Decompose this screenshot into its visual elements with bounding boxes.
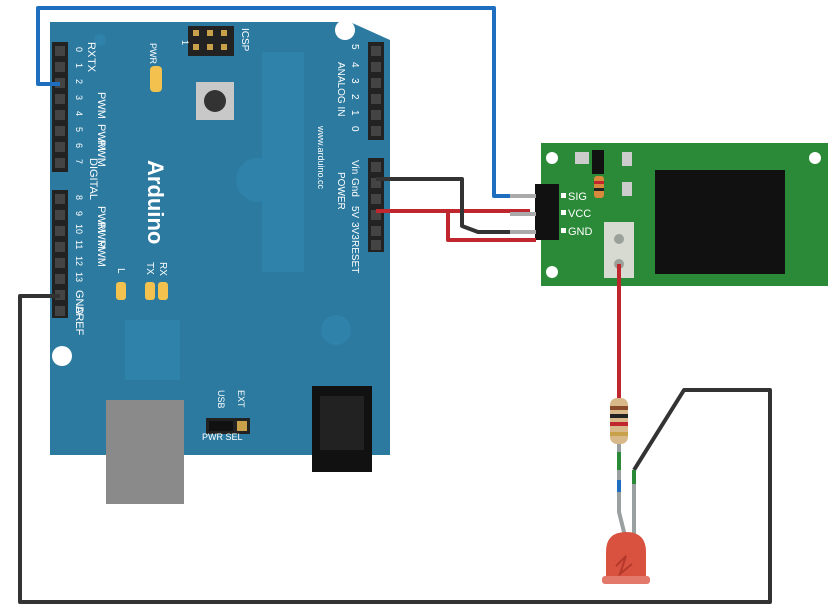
led-body bbox=[606, 532, 646, 578]
led-rim bbox=[602, 576, 650, 584]
led-tx bbox=[145, 282, 155, 300]
board-brand: Arduino bbox=[143, 160, 168, 244]
board-mount-hole bbox=[52, 346, 72, 366]
led-tx-label: TX bbox=[144, 262, 155, 275]
digital-pin-label: 13 bbox=[74, 272, 84, 282]
power-pin-label: Gnd bbox=[349, 178, 360, 197]
module-smd bbox=[622, 152, 632, 166]
digital-label: DIGITAL bbox=[87, 158, 99, 200]
digital-pin-label: 10 bbox=[74, 224, 84, 234]
digital-pin-label: 12 bbox=[74, 256, 84, 266]
power-pin-label: Vin bbox=[349, 160, 360, 174]
gnd-label: GND bbox=[73, 290, 85, 315]
board-crystal bbox=[236, 158, 280, 202]
module-mount-hole bbox=[809, 152, 821, 164]
digital-header-bottom bbox=[52, 190, 68, 318]
icsp-label: ICSP bbox=[239, 28, 250, 52]
resistor bbox=[610, 398, 628, 444]
digital-pin-label: 5 bbox=[74, 127, 84, 132]
power-label: POWER bbox=[335, 172, 346, 210]
board-pad bbox=[94, 34, 106, 46]
digital-pin-label: 9 bbox=[74, 211, 84, 216]
pwr-led-label: PWR bbox=[148, 43, 158, 64]
ext-label: EXT bbox=[236, 390, 246, 408]
pwr-sel-label: PWR SEL bbox=[202, 432, 243, 442]
module-smd bbox=[622, 182, 632, 196]
digital-pin-label: 8 bbox=[74, 195, 84, 200]
pin-leads bbox=[510, 194, 536, 234]
pwm-label: PWM bbox=[95, 206, 107, 233]
power-pin-label: 5V bbox=[349, 206, 360, 219]
module-resistor bbox=[594, 176, 604, 198]
led-assembly bbox=[602, 398, 650, 584]
module-pin-label: SIG bbox=[568, 191, 587, 203]
led-l-label: L bbox=[115, 268, 126, 274]
reset-label: RESET bbox=[349, 240, 360, 273]
module-pin-label: GND bbox=[568, 226, 593, 238]
pin-rx-label: RX bbox=[85, 42, 97, 58]
usb-label: USB bbox=[216, 390, 226, 409]
digital-pin-label: 2 bbox=[74, 79, 84, 84]
wires bbox=[18, 6, 772, 604]
digital-pin-label: 0 bbox=[74, 47, 84, 52]
analog-label: ANALOG IN bbox=[335, 62, 346, 116]
usb-connector bbox=[106, 400, 184, 504]
module-pin-header bbox=[535, 184, 559, 240]
module-smd bbox=[575, 152, 589, 164]
digital-pin-label: 3 bbox=[74, 95, 84, 100]
analog-pin-label: 0 bbox=[349, 126, 360, 132]
analog-header bbox=[368, 42, 384, 140]
digital-pin-label: 11 bbox=[74, 240, 84, 249]
aref-label: AREF bbox=[73, 306, 85, 336]
board-mount-hole bbox=[335, 20, 355, 40]
analog-pin-label: 1 bbox=[349, 110, 360, 116]
pwr-led bbox=[150, 66, 162, 92]
module-transistor bbox=[592, 150, 604, 174]
digital-header-top bbox=[52, 42, 68, 172]
dc-jack-inner bbox=[320, 396, 364, 450]
led-rx bbox=[158, 282, 168, 300]
pin-tx-label: TX bbox=[85, 58, 97, 73]
pwm-label: PWM bbox=[95, 124, 107, 151]
sensor-module: SIG VCC GND bbox=[535, 143, 828, 286]
module-chip bbox=[655, 170, 785, 274]
digital-pin-label: 7 bbox=[74, 159, 84, 164]
pwm-label: PWM bbox=[95, 140, 107, 167]
digital-pin-label: 4 bbox=[74, 111, 84, 116]
analog-pin-label: 4 bbox=[349, 62, 360, 68]
board-regulator bbox=[125, 320, 180, 380]
power-header bbox=[368, 158, 384, 252]
module-pin-label: VCC bbox=[568, 208, 591, 220]
digital-pin-label: 6 bbox=[74, 143, 84, 148]
analog-pin-label: 5 bbox=[349, 44, 360, 50]
board-capacitor bbox=[321, 315, 351, 345]
reset-button-cap bbox=[204, 90, 226, 112]
analog-pin-label: 3 bbox=[349, 78, 360, 84]
digital-pin-label: 1 bbox=[74, 63, 84, 68]
analog-pin-label: 2 bbox=[349, 94, 360, 100]
pwm-label: PWM bbox=[95, 92, 107, 119]
board-website: www.arduino.cc bbox=[316, 125, 326, 190]
ground-wire-module bbox=[376, 177, 536, 234]
module-mount-hole bbox=[546, 152, 558, 164]
power-pin-label: 3V3 bbox=[349, 222, 360, 240]
pwm-label: PWM bbox=[95, 222, 107, 249]
icsp-pin-1-label: 1 bbox=[180, 40, 190, 45]
pwm-label: PWM bbox=[95, 240, 107, 267]
led-rx-label: RX bbox=[157, 262, 168, 276]
signal-wire bbox=[36, 6, 536, 198]
led-l bbox=[116, 282, 126, 300]
arduino-board: ICSP 1 PWR 0 1 2 bbox=[50, 20, 390, 504]
ground-wire-led bbox=[18, 294, 772, 604]
module-mount-hole bbox=[546, 266, 558, 278]
